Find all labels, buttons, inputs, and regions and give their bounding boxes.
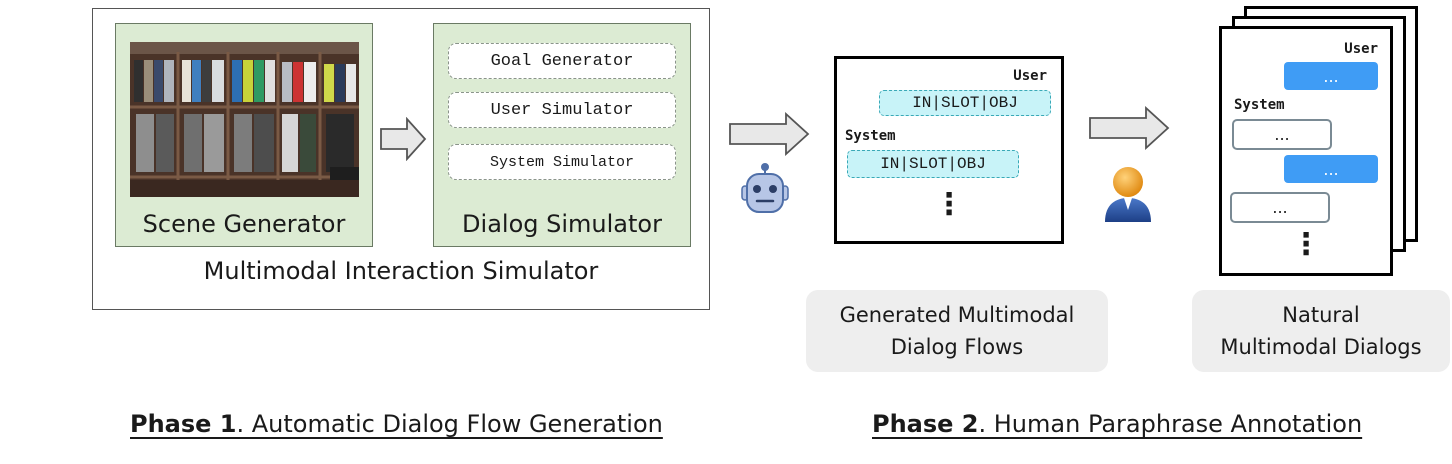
person-icon (1102, 164, 1154, 224)
system-message-bubble: ... (1232, 119, 1332, 150)
goal-generator-component: Goal Generator (448, 43, 676, 79)
user-message-bubble: ... (1284, 62, 1378, 90)
flow-system-slot: IN|SLOT|OBJ (847, 150, 1019, 178)
scene-generator-box: Scene Generator (115, 23, 373, 247)
phase1-title: Phase 1. Automatic Dialog Flow Generatio… (130, 410, 663, 438)
dialog-simulator-label: Dialog Simulator (462, 210, 662, 238)
arrow-right-icon (379, 116, 427, 162)
phase2-title-bold: Phase 2 (872, 410, 979, 438)
phase1-title-bold: Phase 1 (130, 410, 237, 438)
system-simulator-component: System Simulator (448, 144, 676, 180)
generated-flows-caption-line2: Dialog Flows (890, 335, 1024, 359)
system-message-bubble: ... (1230, 192, 1330, 223)
dialog-simulator-box: Goal Generator User Simulator System Sim… (433, 23, 691, 247)
natural-dialogs-caption-line1: Natural (1282, 303, 1360, 327)
phase2-title: Phase 2. Human Paraphrase Annotation (872, 410, 1362, 438)
arrow-right-icon (728, 111, 810, 157)
natural-dialogs-caption: Natural Multimodal Dialogs (1192, 290, 1450, 372)
natural-dialogs-caption-line2: Multimodal Dialogs (1220, 335, 1422, 359)
flow-user-slot: IN|SLOT|OBJ (879, 90, 1051, 116)
natural-ellipsis: ⋮ (1291, 227, 1321, 262)
scene-generator-label: Scene Generator (142, 210, 346, 238)
flow-ellipsis: ⋮ (934, 187, 964, 222)
store-scene-image (130, 42, 359, 197)
arrow-right-icon (1088, 105, 1170, 151)
multimodal-interaction-simulator-box: Scene Generator Goal Generator User Simu… (92, 8, 710, 310)
natural-system-label: System (1234, 97, 1285, 113)
flow-user-label: User (1013, 68, 1047, 84)
generated-flows-caption: Generated Multimodal Dialog Flows (806, 290, 1108, 372)
natural-dialog-document: User ... System ... ... ... ⋮ (1219, 26, 1393, 276)
user-message-bubble: ... (1284, 155, 1378, 183)
phase1-title-rest: . Automatic Dialog Flow Generation (236, 410, 663, 438)
generated-flows-caption-line1: Generated Multimodal (839, 303, 1075, 327)
robot-icon (740, 162, 790, 214)
natural-user-label: User (1344, 41, 1378, 57)
dialog-flow-document: User IN|SLOT|OBJ System IN|SLOT|OBJ ⋮ (834, 56, 1064, 244)
phase2-title-rest: . Human Paraphrase Annotation (978, 410, 1363, 438)
simulator-label: Multimodal Interaction Simulator (203, 257, 599, 285)
user-simulator-component: User Simulator (448, 92, 676, 128)
flow-system-label: System (845, 128, 896, 144)
